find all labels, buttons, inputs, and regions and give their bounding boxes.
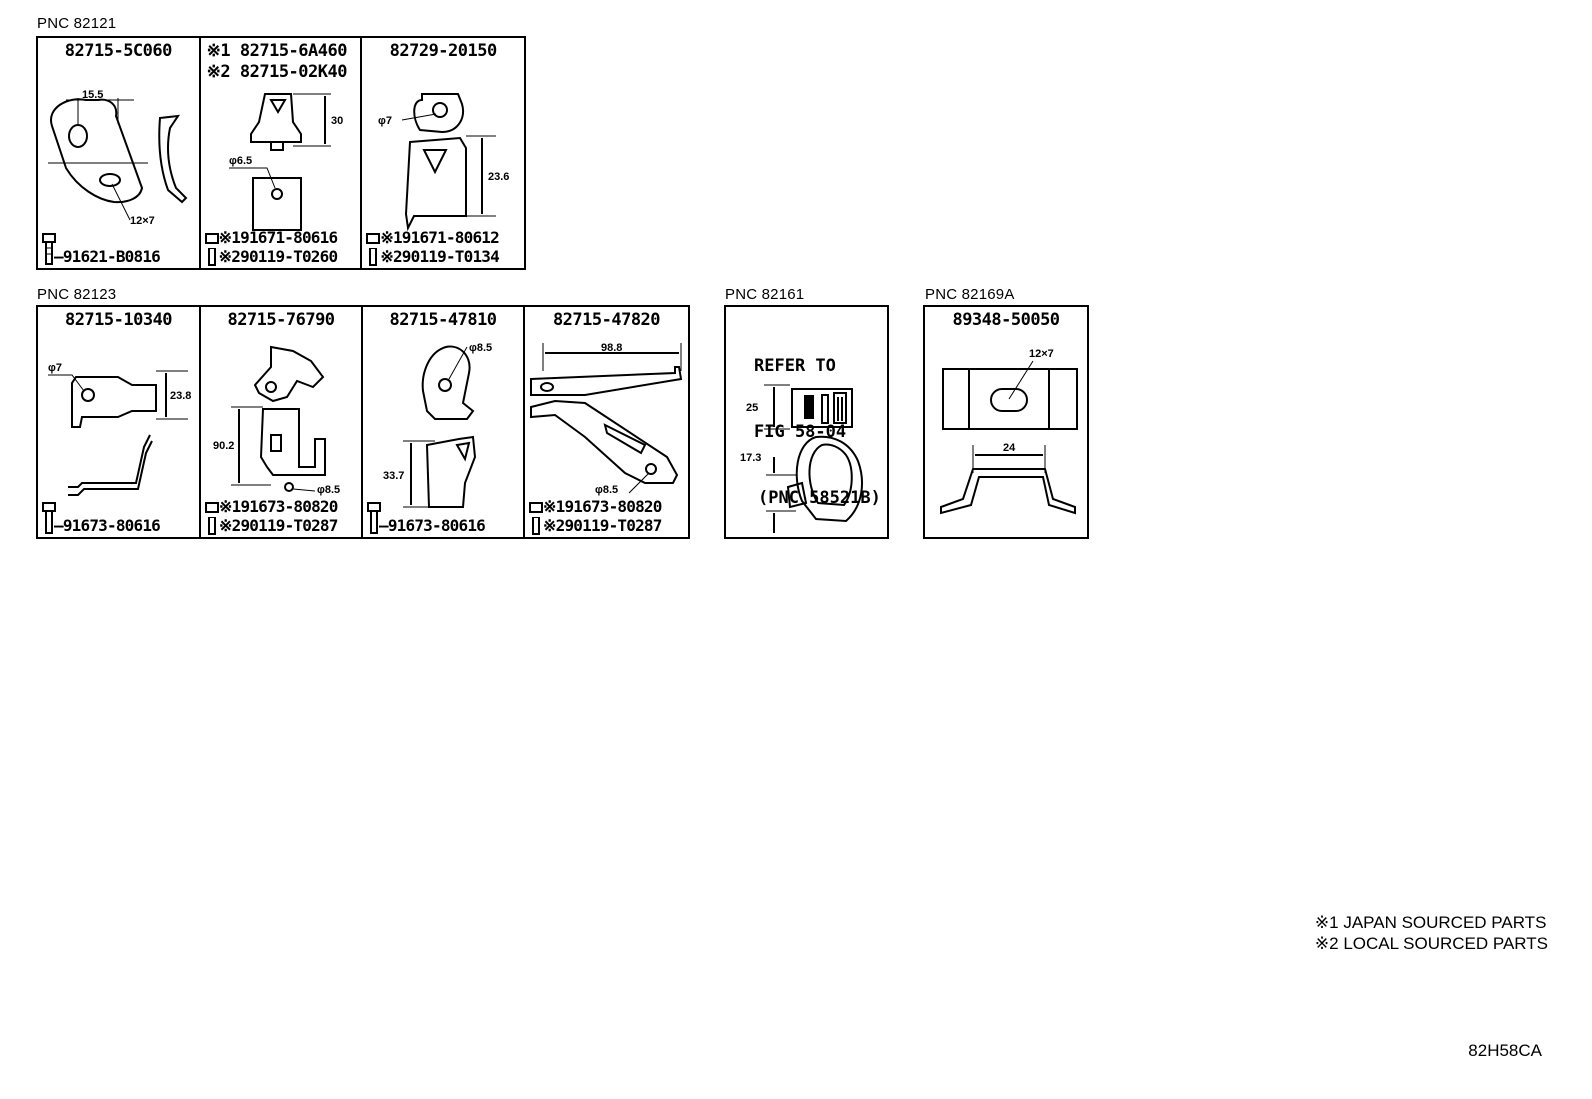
hex-bolt-icon [366,232,381,244]
pnc-group-82121: 82715-5C060 15.5 12×7 —91621-B0816 [36,36,526,270]
bolt-part-number: ※290119-T0287 [219,516,338,535]
bolt-part-list: ※191671-80612 ※290119-T0134 [366,228,500,266]
dim-label: 90.2 [213,440,234,452]
bracket-drawing: 90.2 φ8.5 [213,345,340,496]
part-number: 82715-5C060 [64,41,173,61]
bolt-row: ※290119-T0287 [205,516,338,535]
bolt-row: ※191671-80612 [366,228,500,247]
part-cell: 82715-10340 φ7 23.8 —91673-80616 [38,307,201,537]
part-cell: 82715-5C060 15.5 12×7 —91621-B0816 [38,38,201,268]
bolt-row: ※191673-80820 [205,497,338,516]
part-cell: 89348-50050 12×7 24 [925,307,1087,537]
bolt-part-number: ※290119-T0134 [380,247,499,266]
hex-bolt-icon [42,502,56,534]
part-number: ※1 82715-6A460 [206,41,348,61]
bolt-part-list: —91673-80616 [367,502,486,535]
part-cell: 82715-47810 φ8.5 33.7 —91673-80616 [363,307,525,537]
bracket-drawing: 15.5 12×7 [48,89,188,227]
bolt-row: ※191671-80616 [204,228,338,247]
illustration-code: 82H58CA [1468,1041,1542,1060]
part-cell: 82729-20150 φ7 23.6 ※191671-80612 ※29011… [362,38,524,268]
pnc-label-82161: PNC 82161 [725,286,805,303]
bolt-part-number: ※191671-80612 [380,228,499,247]
dim-label: φ8.5 [317,484,340,496]
hex-bolt-icon [532,516,540,535]
dim-label: 12×7 [130,215,155,227]
dim-label: 25 [746,402,758,414]
bracket-drawing: 98.8 φ8.5 [530,342,683,496]
part-number: 82729-20150 [389,41,498,61]
dim-label: φ8.5 [469,342,492,354]
pnc-label-82121: PNC 82121 [37,15,117,32]
bolt-row: —91673-80616 [42,502,161,535]
bolt-part-list: —91673-80616 [42,502,161,535]
hex-bolt-icon [208,516,216,535]
pnc-label-82169a: PNC 82169A [925,286,1015,303]
part-number: 82715-47810 [389,310,497,330]
dim-label: φ7 [378,115,392,127]
dim-label: φ6.5 [229,155,252,167]
bolt-part-number: 91673-80616 [387,515,486,535]
bolt-row: —91673-80616 [367,502,486,535]
bolt-part-number: ※191671-80616 [218,228,338,247]
legend-line: ※2 LOCAL SOURCED PARTS [1314,934,1548,953]
pnc-group-82169a: 89348-50050 12×7 24 [923,305,1089,539]
bolt-row: ※290119-T0134 [366,247,500,266]
dim-label: 24 [1003,442,1016,454]
bolt-part-number: 91621-B0816 [62,246,161,266]
bolt-row: ※191673-80820 [529,497,662,516]
bracket-drawing: 12×7 24 [940,348,1078,515]
dim-label: 33.7 [383,470,404,482]
clip-drawing: 25 17.3 [740,384,863,533]
hex-bolt-icon [204,232,219,244]
dim-label: 15.5 [82,89,103,101]
pnc-group-82123: 82715-10340 φ7 23.8 —91673-80616 8271 [36,305,690,539]
part-number-list: ※1 82715-6A460 ※2 82715-02K40 [206,41,348,83]
part-number: 82715-76790 [227,310,335,330]
part-cell: 82715-76790 90.2 φ8.5 ※191673-80820 ※290… [201,307,363,537]
bolt-part-list: ※191673-80820 ※290119-T0287 [205,497,338,535]
hex-bolt-icon [369,247,378,266]
bolt-part-number: ※191673-80820 [219,497,338,516]
dim-label: 30 [331,115,343,127]
dim-label: 23.6 [488,171,509,183]
sourcing-legend: ※1 JAPAN SOURCED PARTS ※2 LOCAL SOURCED … [1315,912,1548,954]
refer-line: REFER TO [754,356,836,376]
pnc-label-82123: PNC 82123 [37,286,117,303]
dim-label: 23.8 [170,390,191,402]
legend-line: ※1 JAPAN SOURCED PARTS [1314,913,1547,932]
pnc-group-82161: REFER TO FIG 58-04 (PNC 58521B) 25 17.3 [724,305,889,539]
bolt-row: ※290119-T0260 [205,247,338,266]
bracket-drawing: φ7 23.6 [378,93,510,232]
part-cell: ※1 82715-6A460 ※2 82715-02K40 30 φ6.5 ※1… [201,38,363,268]
bolt-part-list: —91621-B0816 [42,233,161,266]
bolt-row: —91621-B0816 [42,233,161,266]
hex-bolt-icon [42,233,56,265]
bolt-part-number: ※290119-T0287 [543,516,662,535]
part-number: 82715-10340 [64,310,173,330]
dim-label: φ8.5 [595,484,618,496]
dim-label: 98.8 [601,342,622,354]
bolt-part-list: ※191673-80820 ※290119-T0287 [529,497,662,535]
part-number: 89348-50050 [952,310,1060,330]
bolt-row: ※290119-T0287 [529,516,662,535]
dim-label: 17.3 [740,452,761,464]
part-number: ※2 82715-02K40 [206,62,348,82]
hex-bolt-icon [367,502,381,534]
bracket-drawing: 30 φ6.5 [228,93,343,231]
part-cell: REFER TO FIG 58-04 (PNC 58521B) 25 17.3 [726,307,887,537]
hex-bolt-icon [529,501,543,513]
bolt-part-number: ※191673-80820 [543,497,662,516]
bracket-drawing: φ8.5 33.7 [383,342,492,508]
bolt-part-list: ※191671-80616 ※290119-T0260 [204,228,338,266]
part-number: 82715-47820 [552,310,661,330]
hex-bolt-icon [207,247,216,266]
part-cell: 82715-47820 98.8 φ8.5 ※191673-80820 ※290… [525,307,688,537]
bolt-part-number: ※290119-T0260 [218,247,338,266]
dim-label: φ7 [48,362,62,374]
bracket-drawing: φ7 23.8 [48,362,191,496]
hex-bolt-icon [205,501,219,513]
bolt-part-number: 91673-80616 [62,515,161,535]
dim-label: 12×7 [1029,348,1054,360]
